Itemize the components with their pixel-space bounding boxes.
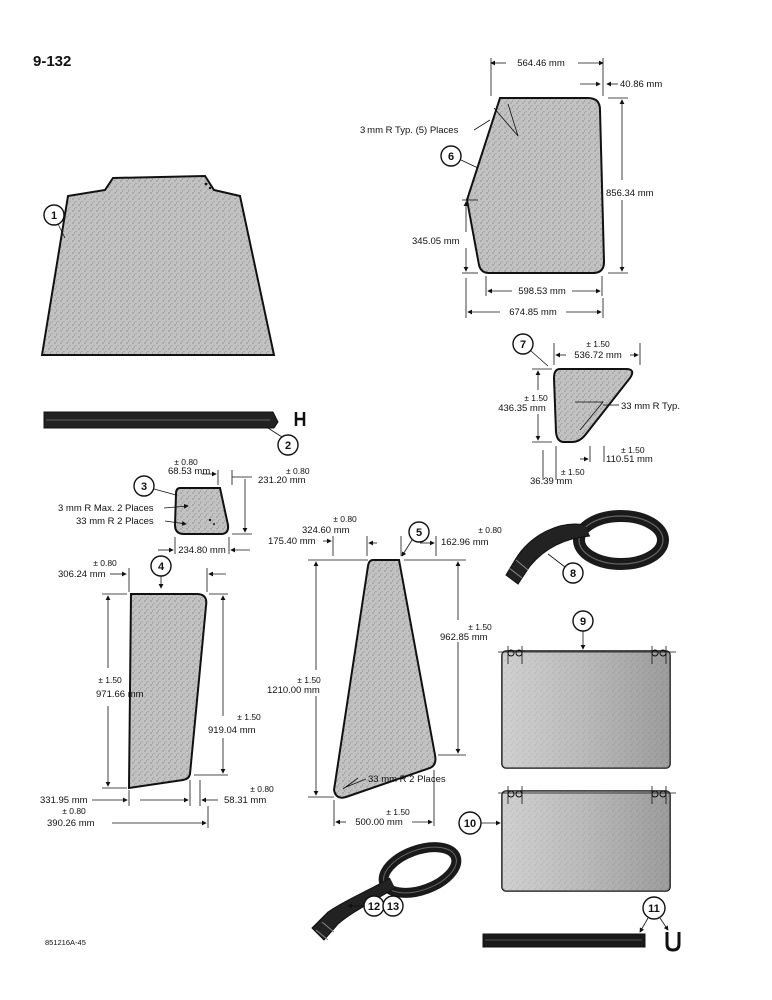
svg-text:162.96 mm: 162.96 mm <box>441 537 489 548</box>
callout-7: 7 <box>512 333 549 367</box>
part-7-panel <box>552 368 634 443</box>
svg-text:3 mm R Max. 2 Places: 3 mm R Max. 2 Places <box>58 503 154 514</box>
part-10-panel <box>498 786 676 892</box>
part-8-seal-coil <box>505 510 669 585</box>
svg-text:40.86 mm: 40.86 mm <box>620 79 662 90</box>
part-11-strip <box>482 932 681 952</box>
svg-text:331.95 mm: 331.95 mm <box>40 795 88 806</box>
callout-6: 6 <box>440 145 479 169</box>
callout-2: 2 <box>267 427 299 456</box>
svg-text:10: 10 <box>464 818 476 830</box>
svg-text:674.85 mm: 674.85 mm <box>509 307 557 318</box>
part-4-panel <box>127 593 208 790</box>
svg-text:6: 6 <box>448 151 454 163</box>
callout-1: 1 <box>43 204 66 239</box>
svg-text:345.05 mm: 345.05 mm <box>412 236 460 247</box>
part-6-panel <box>465 97 606 274</box>
callout-8: 8 <box>547 553 584 584</box>
svg-text:± 1.50: ± 1.50 <box>468 622 492 632</box>
svg-text:33 mm R Typ.: 33 mm R Typ. <box>621 401 680 412</box>
page-number: 9-132 <box>33 53 71 70</box>
part-12-13-seal-coil <box>311 842 462 941</box>
part-1-panel <box>40 174 276 356</box>
svg-text:5: 5 <box>416 527 422 539</box>
callout-12-13: 12 13 <box>347 895 404 917</box>
svg-text:9: 9 <box>580 616 586 628</box>
svg-text:234.80 mm: 234.80 mm <box>178 545 226 556</box>
svg-text:± 1.50: ± 1.50 <box>621 445 645 455</box>
svg-text:175.40 mm: 175.40 mm <box>268 536 316 547</box>
svg-text:68.53 mm: 68.53 mm <box>168 466 210 477</box>
svg-text:± 1.50: ± 1.50 <box>586 339 610 349</box>
svg-text:± 1.50: ± 1.50 <box>561 467 585 477</box>
svg-text:3 mm R Typ. (5) Places: 3 mm R Typ. (5) Places <box>360 125 459 136</box>
u-profile-icon <box>665 932 681 952</box>
svg-text:306.24 mm: 306.24 mm <box>58 569 106 580</box>
svg-text:962.85 mm: 962.85 mm <box>440 632 488 643</box>
callout-5: 5 <box>401 521 430 557</box>
svg-text:2: 2 <box>285 440 291 452</box>
part-3-panel <box>173 487 230 535</box>
svg-text:390.26 mm: 390.26 mm <box>47 818 95 829</box>
svg-text:436.35 mm: 436.35 mm <box>498 403 546 414</box>
svg-text:856.34 mm: 856.34 mm <box>606 188 654 199</box>
svg-text:324.60 mm: 324.60 mm <box>302 525 350 536</box>
part-5-panel <box>332 559 437 799</box>
part-2-strip <box>43 411 306 429</box>
part-4-dimensions: ± 0.80 306.24 mm ± 1.50 971.66 mm ± 1.50… <box>40 558 274 829</box>
svg-text:± 0.80: ± 0.80 <box>62 806 86 816</box>
svg-text:4: 4 <box>158 561 165 573</box>
svg-text:33 mm R 2 Places: 33 mm R 2 Places <box>368 774 446 785</box>
callout-3: 3 <box>133 475 177 497</box>
svg-text:± 1.50: ± 1.50 <box>237 712 261 722</box>
svg-text:± 1.50: ± 1.50 <box>297 675 321 685</box>
svg-text:± 0.80: ± 0.80 <box>478 525 502 535</box>
svg-text:± 0.80: ± 0.80 <box>93 558 117 568</box>
svg-text:± 1.50: ± 1.50 <box>524 393 548 403</box>
callout-9: 9 <box>572 610 594 650</box>
callout-11: 11 <box>639 896 669 933</box>
svg-text:13: 13 <box>387 901 399 913</box>
svg-text:1210.00 mm: 1210.00 mm <box>267 685 320 696</box>
h-profile-icon <box>294 412 306 426</box>
svg-text:58.31 mm: 58.31 mm <box>224 795 266 806</box>
svg-text:3: 3 <box>141 481 147 493</box>
svg-text:± 0.80: ± 0.80 <box>174 457 198 467</box>
svg-text:564.46 mm: 564.46 mm <box>517 58 565 69</box>
svg-text:± 0.80: ± 0.80 <box>333 514 357 524</box>
svg-text:± 0.80: ± 0.80 <box>250 784 274 794</box>
svg-text:598.53 mm: 598.53 mm <box>518 286 566 297</box>
svg-text:33 mm R 2 Places: 33 mm R 2 Places <box>76 516 154 527</box>
svg-text:971.66 mm: 971.66 mm <box>96 689 144 700</box>
svg-text:± 1.50: ± 1.50 <box>98 675 122 685</box>
figure-code: 851216A-45 <box>45 938 86 947</box>
callout-10: 10 <box>458 811 501 835</box>
svg-text:± 0.80: ± 0.80 <box>286 466 310 476</box>
callout-4: 4 <box>150 555 172 589</box>
svg-text:8: 8 <box>570 568 576 580</box>
svg-text:1: 1 <box>51 210 57 222</box>
svg-text:536.72 mm: 536.72 mm <box>574 350 622 361</box>
svg-text:110.51 mm: 110.51 mm <box>606 454 653 465</box>
svg-text:11: 11 <box>648 903 660 915</box>
svg-text:7: 7 <box>520 339 526 351</box>
svg-text:± 1.50: ± 1.50 <box>386 807 410 817</box>
part-3-dimensions: ± 0.80 68.53 mm ± 0.80 231.20 mm 3 mm R … <box>58 457 310 556</box>
svg-text:231.20 mm: 231.20 mm <box>258 475 306 486</box>
svg-text:12: 12 <box>368 901 380 913</box>
part-7-dimensions: ± 1.50 536.72 mm ± 1.50 436.35 mm 33 mm … <box>498 339 680 487</box>
part-5-dimensions: ± 0.80 324.60 mm 175.40 mm ± 0.80 162.96… <box>267 514 502 828</box>
svg-text:919.04 mm: 919.04 mm <box>208 725 256 736</box>
part-9-panel <box>498 646 676 769</box>
svg-text:500.00 mm: 500.00 mm <box>355 817 403 828</box>
svg-text:36.39 mm: 36.39 mm <box>530 476 572 487</box>
part-6-dimensions: 564.46 mm 40.86 mm 3 mm R Typ. (5) Place… <box>360 58 662 318</box>
